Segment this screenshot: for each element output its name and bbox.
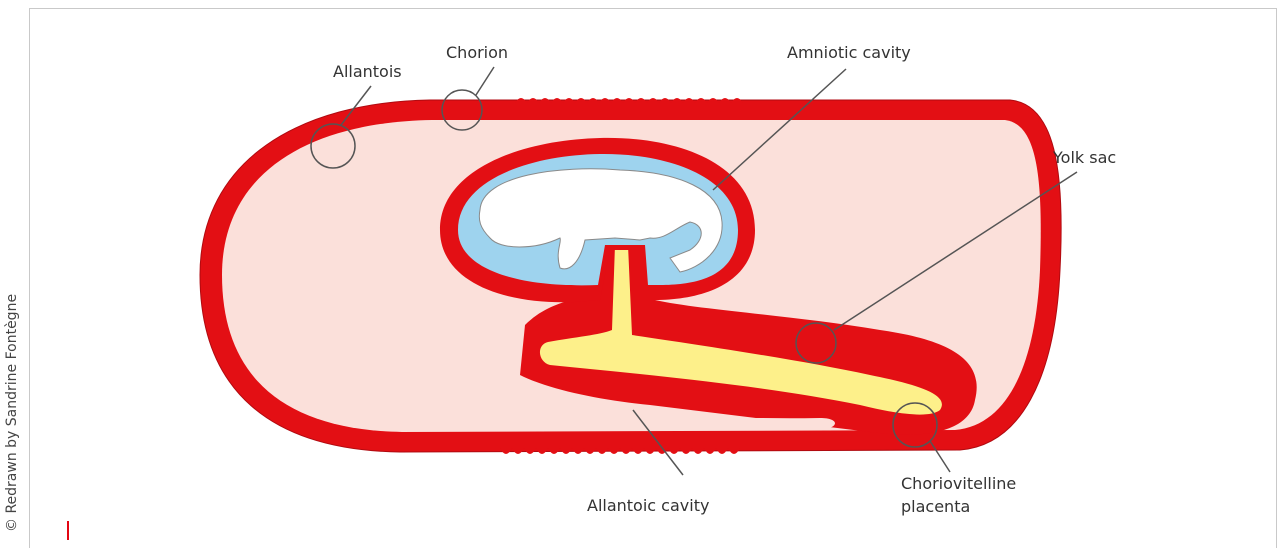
label-allantois: Allantois <box>333 62 402 82</box>
label-choriovitelline: Choriovitelline <box>901 474 1016 494</box>
label-yolk-sac: Yolk sac <box>1053 148 1116 168</box>
chorion-leader <box>476 67 494 95</box>
label-chorion: Chorion <box>446 43 508 63</box>
label-amniotic-cavity: Amniotic cavity <box>787 43 911 63</box>
label-placenta: placenta <box>901 497 970 517</box>
label-allantoic-cavity: Allantoic cavity <box>587 496 709 516</box>
